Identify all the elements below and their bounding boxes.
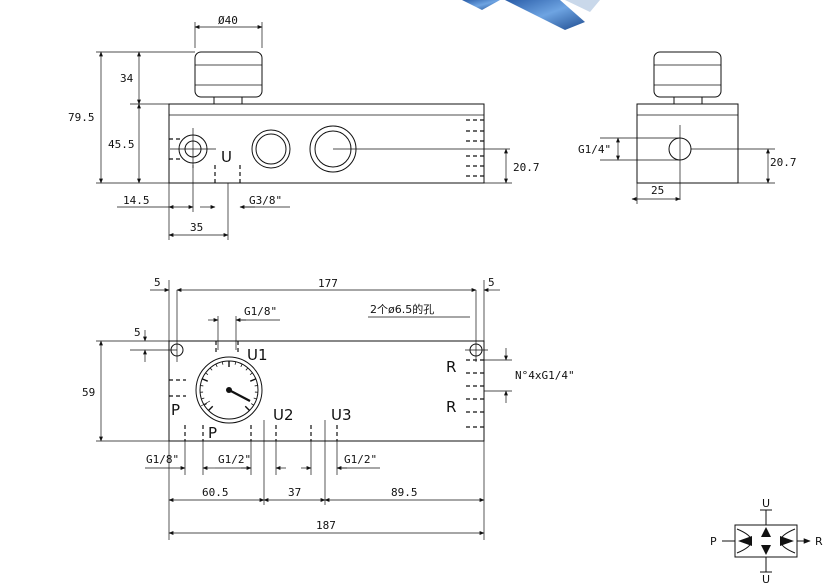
dim-59-label: 59	[82, 386, 95, 399]
dim-5-right-label: 5	[488, 276, 495, 289]
pressure-gauge	[195, 356, 263, 424]
port-circle-small	[170, 128, 216, 168]
port-g38-label: G3/8"	[249, 194, 282, 207]
dim-20-7-front-label: 20.7	[513, 161, 540, 174]
symbol-p-label: P	[710, 535, 717, 548]
gauge-tick	[207, 405, 214, 412]
gauge-tick	[249, 372, 253, 376]
gauge-cylinder-front	[194, 51, 263, 98]
port-circle-medium	[251, 129, 291, 169]
dim-20-7-side-label: 20.7	[770, 156, 797, 169]
dim-14-5-label: 14.5	[123, 194, 150, 207]
r-bottom-label: R	[446, 398, 456, 416]
u3-label: U3	[331, 406, 352, 424]
gauge-tick	[215, 363, 218, 368]
side-view: G1/4" 20.7 25	[578, 51, 797, 204]
plan-view: 177 5 5 2个ø6.5的孔 G1/8" U1 59 5 P	[82, 276, 575, 540]
gauge-tick	[209, 367, 213, 371]
port-u-label: U	[221, 148, 232, 166]
holes-note-label: 2个ø6.5的孔	[370, 302, 434, 316]
front-view: Ø40 34 79.5 45.5 U 14.5 G3/8" 35 20.7	[68, 14, 540, 240]
r-top-label: R	[446, 358, 456, 376]
u1-label: U1	[247, 346, 268, 364]
gauge-tick	[205, 372, 209, 376]
p-left-label: P	[171, 401, 180, 419]
symbol-u-bottom-label: U	[762, 573, 770, 586]
dim-dia40-label: Ø40	[218, 14, 238, 27]
g18-top-label: G1/8"	[244, 305, 277, 318]
product-photo-fragment	[462, 0, 600, 30]
gauge-tick	[244, 405, 251, 412]
body-side	[636, 103, 739, 184]
gauge-tick	[249, 378, 257, 382]
gauge-tick	[221, 361, 224, 365]
dim-25-label: 25	[651, 184, 664, 197]
symbol-r-label: R	[815, 535, 823, 548]
dim-89-5-label: 89.5	[391, 486, 418, 499]
dim-187-label: 187	[316, 519, 336, 532]
dim-45-5-label: 45.5	[108, 138, 135, 151]
p-gauge-label: P	[208, 424, 217, 442]
u2-label: U2	[273, 406, 294, 424]
g12-left-label: G1/2"	[218, 453, 251, 466]
gauge-tick	[234, 361, 237, 365]
gauge-cylinder-side	[653, 51, 722, 98]
gauge-tick	[204, 403, 208, 406]
dim-60-5-label: 60.5	[202, 486, 229, 499]
dim-5-left-label: 5	[154, 276, 161, 289]
dim-35-label: 35	[190, 221, 203, 234]
dim-177-label: 177	[318, 277, 338, 290]
g12-right-label: G1/2"	[344, 453, 377, 466]
gauge-tick	[201, 378, 209, 382]
ports-note-label: N°4xG1/4"	[515, 369, 575, 382]
gauge-tick	[250, 403, 254, 406]
gauge-tick	[245, 367, 249, 371]
dim-37-label: 37	[288, 486, 301, 499]
symbol-u-top-label: U	[762, 497, 770, 510]
valve-symbol: U P R U	[710, 497, 823, 586]
port-g14-label: G1/4"	[578, 143, 611, 156]
gauge-tick	[253, 397, 257, 400]
gauge-tick	[240, 363, 243, 368]
dim-5-vert-label: 5	[134, 326, 141, 339]
dim-34-label: 34	[120, 72, 134, 85]
gauge-tick	[201, 397, 205, 400]
body-front	[168, 103, 485, 184]
dim-79-5-label: 79.5	[68, 111, 95, 124]
g18-bottom-label: G1/8"	[146, 453, 179, 466]
